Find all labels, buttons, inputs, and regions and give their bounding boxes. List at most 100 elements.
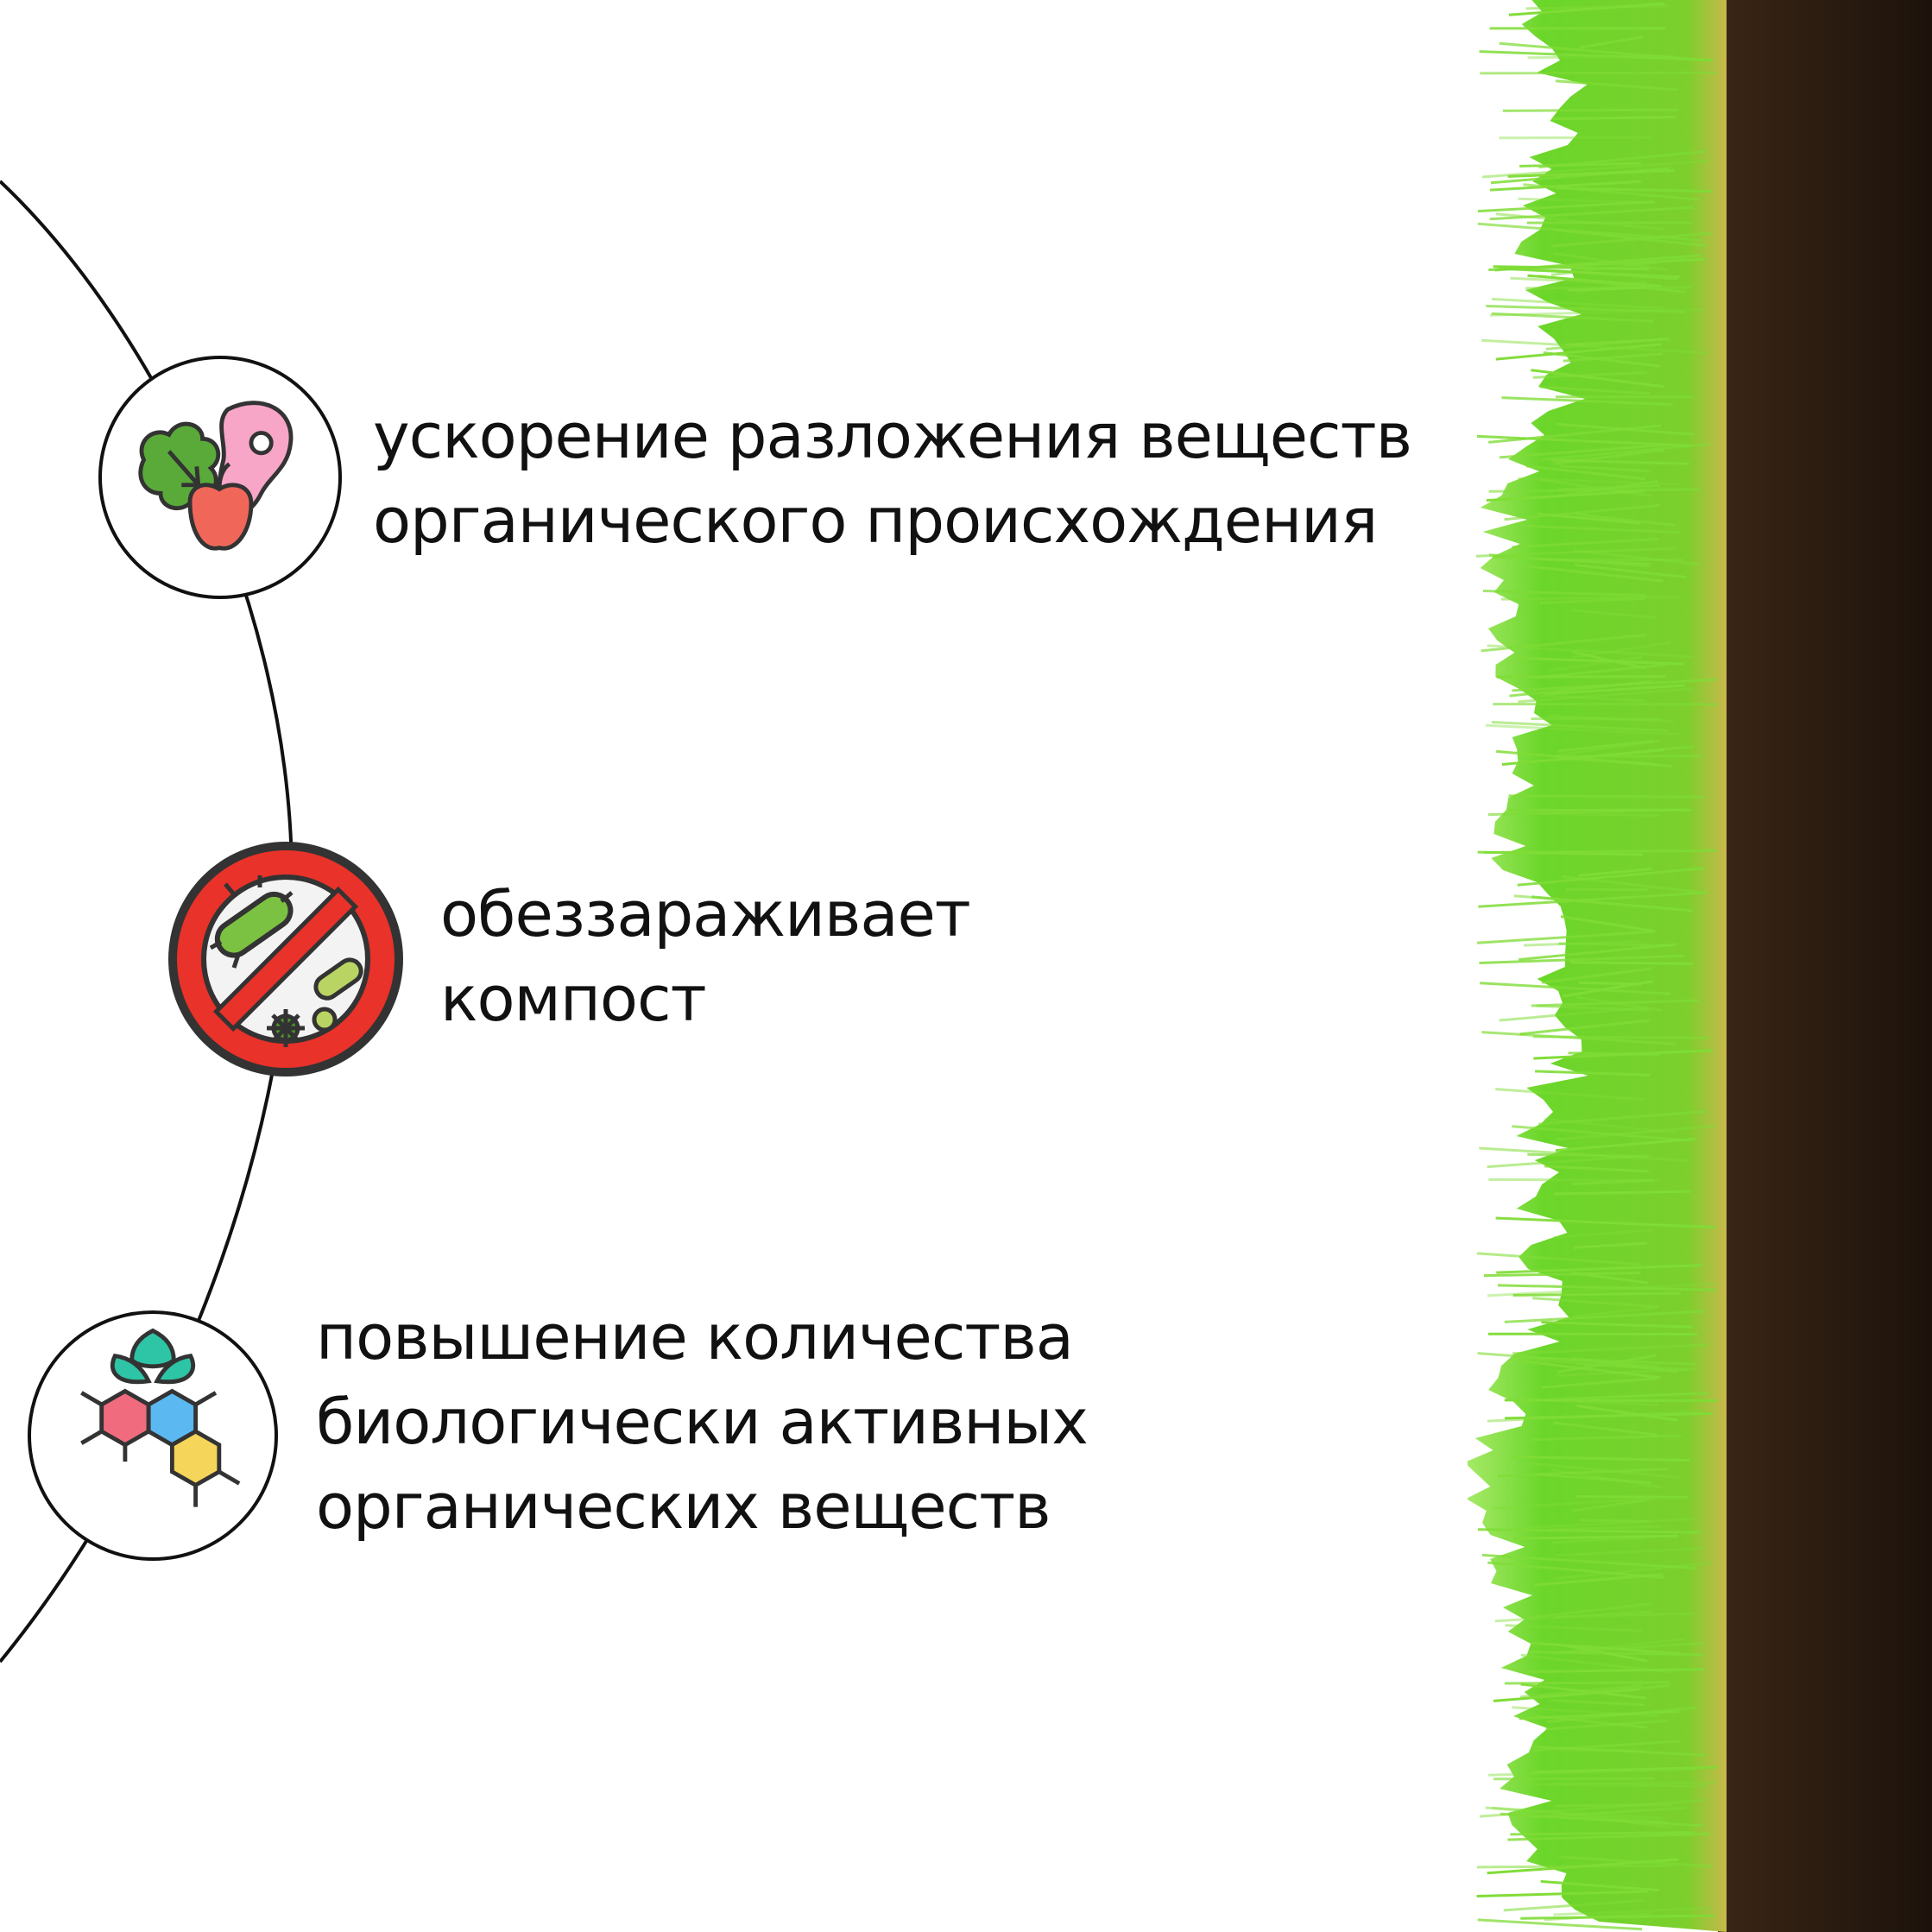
grass-blade (1520, 1914, 1714, 1920)
grass-blade (1552, 116, 1676, 121)
grass-blade (1532, 1765, 1718, 1774)
grass-blade (1497, 1284, 1717, 1291)
grass-blade (1546, 1706, 1697, 1724)
grass-blade (1475, 546, 1676, 558)
grass-blade (1552, 1562, 1712, 1581)
grass-blade (1560, 915, 1656, 933)
grass-blade (1541, 1321, 1693, 1329)
grass-blade (1578, 868, 1652, 877)
grass-blade (1479, 954, 1684, 964)
grass-blade (1482, 590, 1645, 597)
grass-blade (1486, 305, 1687, 313)
grass-blade (1525, 1462, 1681, 1480)
grass-blade (1551, 231, 1711, 248)
grass-blade (1548, 655, 1643, 672)
grass-blade (1540, 1879, 1660, 1892)
grass-blade (1518, 943, 1677, 962)
grass-blade (1483, 1272, 1641, 1278)
grass-blade (1500, 1812, 1702, 1828)
feature-text-decomposition: ускорение разложения веществ органическо… (373, 394, 1412, 563)
grass-blade (1574, 563, 1687, 579)
grass-blade (1538, 275, 1686, 294)
grass-blade (1481, 338, 1709, 355)
grass-blade (1488, 488, 1701, 493)
grass-blade (1576, 1495, 1689, 1499)
grass-blade (1540, 558, 1683, 562)
grass-blade (1561, 874, 1702, 894)
grass-blade (1531, 999, 1700, 1007)
grass-blade (1517, 867, 1704, 887)
grass-blade (1555, 1137, 1695, 1152)
grass-blade (1539, 694, 1647, 703)
grass-blade (1507, 169, 1674, 178)
grass-blade (1512, 1343, 1709, 1355)
grass-blade (1518, 1398, 1658, 1406)
feature-line: ускорение разложения веществ (373, 400, 1412, 472)
grass-blade (1476, 1252, 1642, 1266)
grass-blade (1536, 1004, 1651, 1012)
grass-blade (1543, 351, 1661, 368)
grass-blade (1512, 678, 1717, 692)
grass-blade (1558, 942, 1673, 947)
molecule-plant-icon-circle (28, 1310, 278, 1561)
grass-blade (1540, 478, 1652, 497)
grass-blade (1574, 549, 1700, 566)
grass-blade (1498, 1468, 1668, 1478)
grass-blade (1489, 180, 1642, 192)
grass-blade (1501, 595, 1682, 601)
grass-blade (1481, 1553, 1697, 1570)
grass-blade (1538, 1109, 1708, 1126)
grass-blade (1559, 464, 1651, 473)
grass-blade (1531, 369, 1665, 388)
grass-blade (1487, 1561, 1664, 1579)
grass-blade (1491, 297, 1666, 310)
grass-blade (1508, 794, 1704, 799)
grass-blade (1531, 1641, 1681, 1655)
grass-blade (1478, 891, 1708, 908)
grass-blade (1501, 748, 1665, 766)
grass-blade (1532, 1035, 1710, 1039)
grass-blade (1558, 739, 1662, 756)
grass-blade (1485, 723, 1681, 736)
grass-blade (1513, 1534, 1679, 1540)
grass-blade (1496, 749, 1673, 768)
grass-blade (1553, 1190, 1691, 1196)
grass-blade (1513, 894, 1673, 911)
grass-blade (1520, 1518, 1695, 1530)
grass-blade (1494, 1610, 1654, 1623)
organic-food-icon (138, 401, 294, 551)
grass-blade (1532, 1297, 1659, 1309)
grass-blade (1525, 464, 1646, 481)
grass-blade (1495, 1216, 1715, 1229)
grass-blade (1555, 1547, 1702, 1557)
grass-blade (1504, 1310, 1703, 1323)
grass-blade (1522, 524, 1680, 534)
grass-blade (1505, 1411, 1713, 1420)
feature-text-disinfection: обеззараживает компост (440, 872, 971, 1041)
grass-blade (1551, 1468, 1662, 1488)
grass-blade (1477, 1918, 1643, 1931)
grass-blade (1552, 1536, 1644, 1544)
grass-blade (1553, 1612, 1694, 1619)
feature-line: органического происхождения (373, 484, 1378, 557)
grass-blade (1571, 650, 1646, 670)
grass-blade (1559, 1643, 1648, 1663)
grass-blade (1578, 1518, 1650, 1523)
grass-blade (1507, 1832, 1709, 1841)
grass-blade (1520, 1653, 1671, 1674)
grass-blade (1540, 812, 1660, 818)
no-bacteria-icon-circle (161, 834, 411, 1084)
grass-blade (1575, 513, 1675, 527)
grass-blade (1499, 443, 1674, 459)
grass-blade (1544, 1165, 1650, 1173)
grass-blade (1518, 687, 1692, 704)
grass-blade (1550, 1781, 1717, 1785)
grass-blade (1487, 1410, 1701, 1423)
grass-blade (1491, 1497, 1655, 1510)
grass-blade (1477, 850, 1643, 856)
grass-blade (1553, 1906, 1712, 1916)
grass-blade (1498, 265, 1679, 281)
feature-line: компост (440, 963, 707, 1035)
grass-blade (1519, 1019, 1650, 1036)
grass-blade (1527, 1152, 1650, 1159)
